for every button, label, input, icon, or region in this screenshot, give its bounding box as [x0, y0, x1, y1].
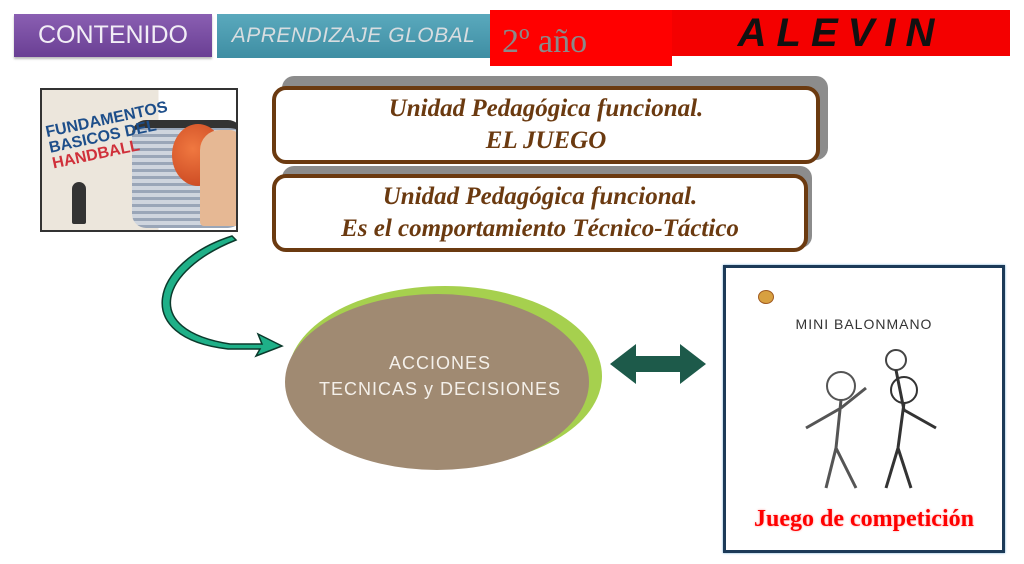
unit-box-juego: Unidad Pedagógica funcional. EL JUEGO [272, 86, 820, 164]
unit-box-tecnico-tactico: Unidad Pedagógica funcional. Es el compo… [272, 174, 808, 252]
card-caption: Juego de competición [754, 506, 974, 532]
handball-book-image: FUNDAMENTOS BASICOS DEL HANDBALL [40, 88, 238, 232]
unit-line2: Es el comportamiento Técnico-Táctico [341, 215, 739, 242]
center-ellipse [285, 294, 589, 470]
year-label: 2º año [490, 10, 672, 66]
unit-line2: EL JUEGO [485, 127, 607, 154]
hand [200, 130, 236, 226]
mini-balonmano-card: MINI BALONMANO Juego de competición [723, 265, 1005, 553]
center-ellipse-text: ACCIONES TECNICAS y DECISIONES [318, 353, 562, 399]
unit-line1: Unidad Pedagógica funcional. [382, 183, 698, 210]
unit-line1: Unidad Pedagógica funcional. [388, 95, 704, 122]
contenido-label: CONTENIDO [14, 14, 212, 57]
card-title: MINI BALONMANO [795, 316, 933, 332]
player-figure [72, 182, 86, 224]
double-arrow-icon [610, 344, 706, 384]
aprendizaje-global-label: APRENDIZAJE GLOBAL [217, 14, 490, 58]
curved-arrow-icon [161, 235, 284, 358]
category-label: ALEVIN [672, 10, 1010, 56]
players-drawing [805, 349, 937, 489]
crest-icon [758, 290, 774, 304]
